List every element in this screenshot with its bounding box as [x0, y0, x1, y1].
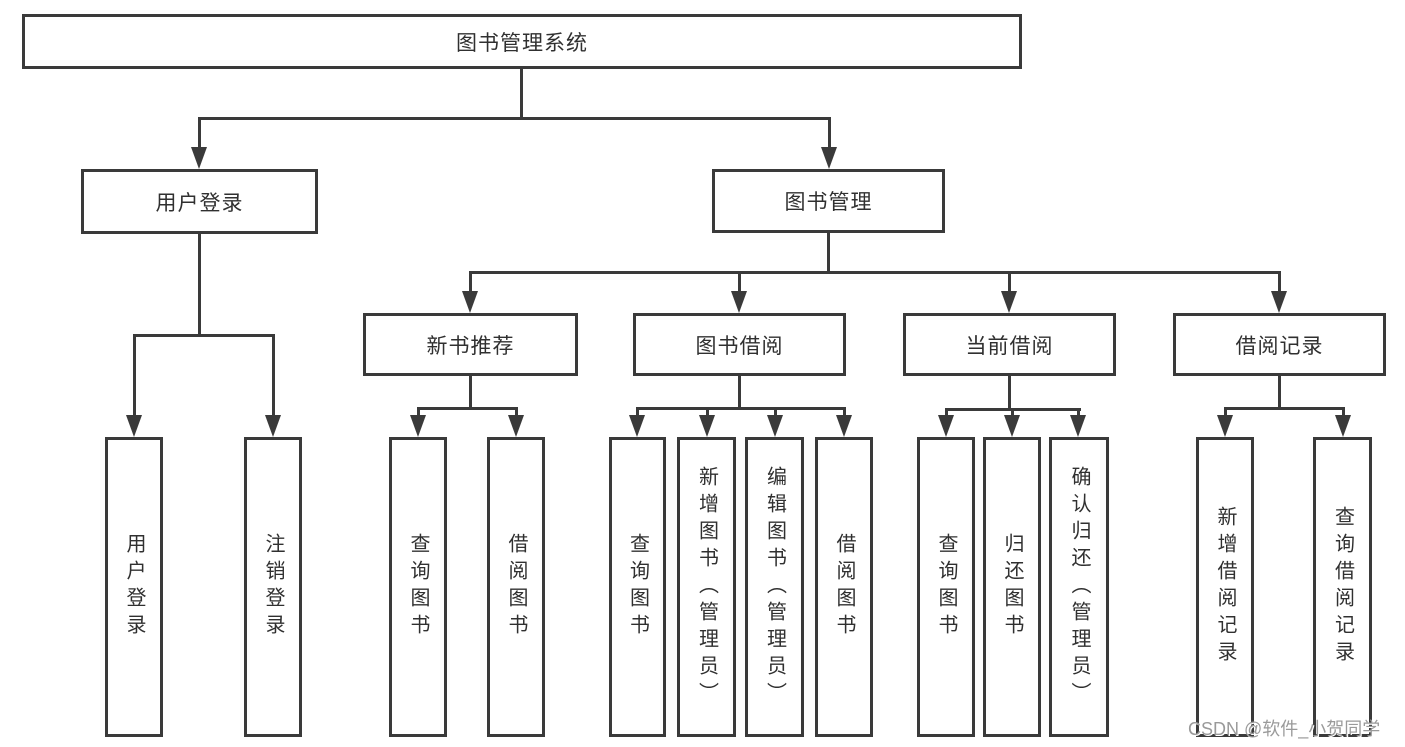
connector-line-v	[738, 271, 741, 293]
arrowhead-down-icon	[462, 291, 478, 313]
node-borrowing-records: 借阅记录	[1173, 313, 1386, 376]
connector-line-v	[469, 376, 472, 410]
connector-line-h	[1224, 407, 1345, 410]
connector-line-v	[198, 234, 201, 336]
connector-line-v	[774, 407, 777, 417]
connector-line-v	[1224, 407, 1227, 417]
arrowhead-down-icon	[731, 291, 747, 313]
connector-line-v	[1278, 271, 1281, 293]
node-book-borrowing: 图书借阅	[633, 313, 846, 376]
connector-line-v	[133, 334, 136, 417]
leaf-add-borrow-record: 新增借阅记录	[1196, 437, 1254, 737]
connector-line-v	[827, 233, 830, 273]
arrowhead-down-icon	[938, 415, 954, 437]
csdn-watermark: CSDN @软件_小贺同学	[1188, 719, 1381, 739]
arrowhead-down-icon	[1217, 415, 1233, 437]
arrowhead-down-icon	[836, 415, 852, 437]
connector-line-v	[828, 117, 831, 149]
arrowhead-down-icon	[1335, 415, 1351, 437]
leaf-borrow-books-recommend: 借阅图书	[487, 437, 545, 737]
connector-line-v	[1008, 271, 1011, 293]
connector-line-v	[1011, 408, 1014, 417]
leaf-query-borrow-record: 查询借阅记录	[1313, 437, 1372, 737]
connector-line-h	[198, 117, 830, 120]
connector-line-v	[198, 117, 201, 149]
arrowhead-down-icon	[1001, 291, 1017, 313]
connector-line-v	[417, 407, 420, 417]
arrowhead-down-icon	[508, 415, 524, 437]
connector-line-v	[1278, 376, 1281, 410]
leaf-query-books-recommend: 查询图书	[389, 437, 447, 737]
connector-line-v	[515, 407, 518, 417]
connector-line-v	[945, 408, 948, 417]
arrowhead-down-icon	[265, 415, 281, 437]
leaf-user-login: 用户登录	[105, 437, 163, 737]
connector-line-h	[417, 407, 518, 410]
node-current-borrowing: 当前借阅	[903, 313, 1116, 376]
connector-line-h	[469, 271, 1281, 274]
connector-line-h	[636, 407, 846, 410]
connector-line-v	[1077, 408, 1080, 417]
node-library-management-system: 图书管理系统	[22, 14, 1022, 69]
connector-line-v	[843, 407, 846, 417]
leaf-add-books-admin: 新增图书（管理员）	[677, 437, 736, 737]
arrowhead-down-icon	[767, 415, 783, 437]
arrowhead-down-icon	[1070, 415, 1086, 437]
connector-line-v	[272, 334, 275, 417]
node-book-management: 图书管理	[712, 169, 945, 233]
connector-line-v	[1008, 376, 1011, 411]
node-user-login: 用户登录	[81, 169, 318, 234]
leaf-return-books: 归还图书	[983, 437, 1041, 737]
connector-line-v	[636, 407, 639, 417]
leaf-logout-login: 注销登录	[244, 437, 302, 737]
connector-line-v	[738, 376, 741, 410]
arrowhead-down-icon	[126, 415, 142, 437]
arrowhead-down-icon	[699, 415, 715, 437]
leaf-borrow-books-borrowing: 借阅图书	[815, 437, 873, 737]
arrowhead-down-icon	[1271, 291, 1287, 313]
arrowhead-down-icon	[1004, 415, 1020, 437]
leaf-query-books-current: 查询图书	[917, 437, 975, 737]
node-new-book-recommend: 新书推荐	[363, 313, 578, 376]
connector-line-v	[1342, 407, 1345, 417]
connector-line-v	[520, 69, 523, 119]
connector-line-v	[469, 271, 472, 293]
arrowhead-down-icon	[629, 415, 645, 437]
leaf-confirm-return-admin: 确认归还（管理员）	[1049, 437, 1109, 737]
arrowhead-down-icon	[821, 147, 837, 169]
connector-line-v	[706, 407, 709, 417]
connector-line-h	[133, 334, 275, 337]
leaf-edit-books-admin: 编辑图书（管理员）	[745, 437, 804, 737]
arrowhead-down-icon	[410, 415, 426, 437]
leaf-query-books-borrowing: 查询图书	[609, 437, 666, 737]
arrowhead-down-icon	[191, 147, 207, 169]
